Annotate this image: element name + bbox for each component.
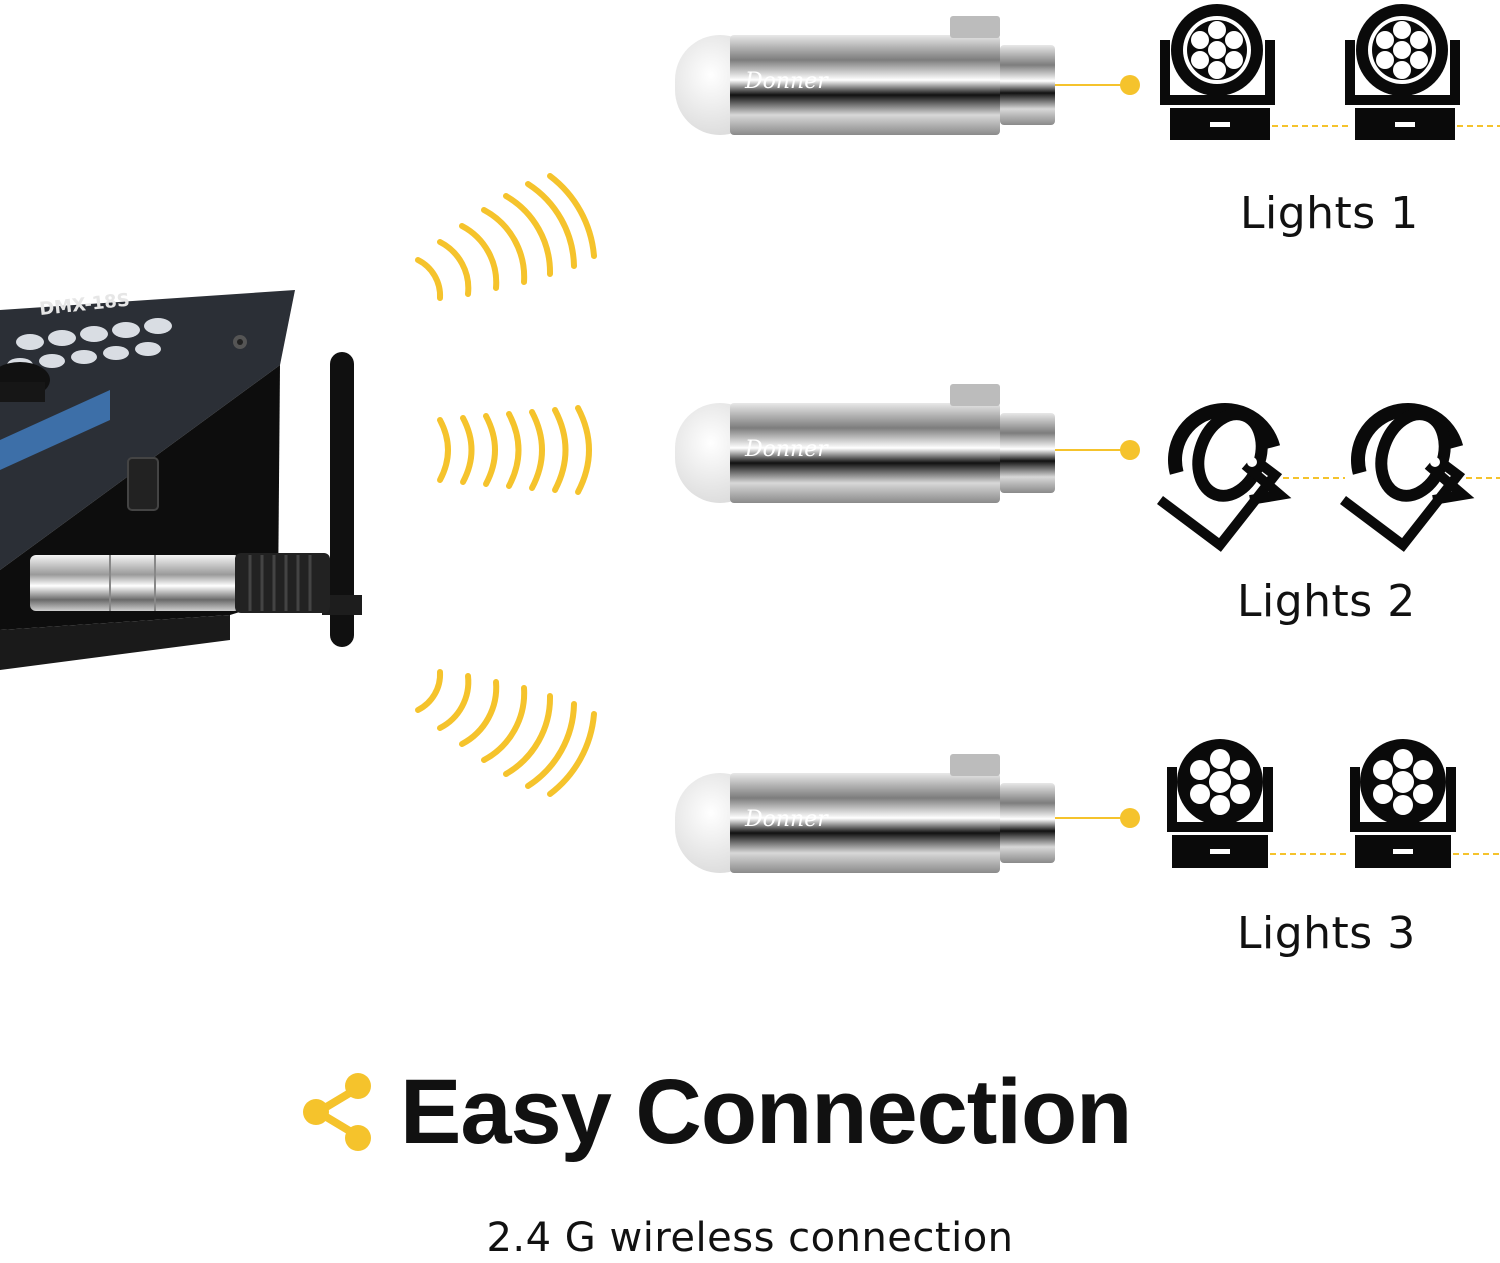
par-light-icon <box>1340 403 1475 552</box>
moving-head-light-icon <box>1345 4 1460 140</box>
moving-head-light-icon <box>1160 4 1275 140</box>
moving-head-light-icon <box>1167 739 1273 868</box>
share-icon <box>303 1073 371 1151</box>
receiver-brand-label: Donner <box>744 69 829 94</box>
receiver-brand-label: Donner <box>744 807 829 832</box>
lights-group-3 <box>1167 739 1500 868</box>
lights-group-label-3: Lights 3 <box>1237 908 1416 959</box>
dmx-controller: DMX-18S <box>0 290 362 670</box>
receiver-brand-label: Donner <box>744 437 829 462</box>
moving-head-light-icon <box>1350 739 1456 868</box>
lights-group-1 <box>1160 4 1500 140</box>
receiver-dongle-2: Donner <box>675 384 1140 503</box>
headline-subtitle: 2.4 G wireless connection <box>486 1215 1014 1261</box>
wireless-signal-icon <box>415 173 597 301</box>
receiver-dongle-3: Donner <box>675 754 1140 873</box>
lights-group-label-1: Lights 1 <box>1240 188 1419 239</box>
transmitter-dongle <box>30 555 240 611</box>
wireless-signal-icon <box>437 405 592 495</box>
lights-group-2 <box>1157 403 1500 552</box>
headline-title: Easy Connection <box>400 1061 1132 1163</box>
power-switch <box>127 457 159 511</box>
antenna <box>330 352 354 647</box>
receiver-dongle-1: Donner <box>675 16 1140 135</box>
lights-group-label-2: Lights 2 <box>1237 576 1416 627</box>
par-light-icon <box>1157 403 1292 552</box>
wireless-signal-icon <box>415 669 597 797</box>
